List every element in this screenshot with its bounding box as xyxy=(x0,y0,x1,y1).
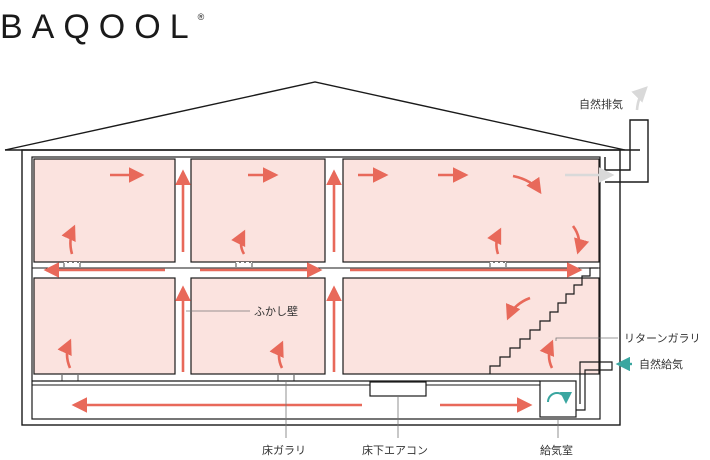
roof-line xyxy=(4,81,626,151)
supply-duct xyxy=(576,361,613,411)
staircase xyxy=(489,267,598,374)
room-lower-middle xyxy=(190,277,326,375)
room-lower-left xyxy=(33,277,176,375)
room-lower-right xyxy=(342,277,600,375)
outer-wall xyxy=(21,149,621,426)
label-furring-wall: ふかし壁 xyxy=(254,304,298,318)
label-natural-exhaust: 自然排気 xyxy=(579,97,623,111)
inner-wall xyxy=(31,156,601,420)
supply-chamber-box xyxy=(539,380,577,418)
supply-swirl xyxy=(547,391,572,404)
airflow-walls xyxy=(175,169,342,372)
gallery-marks xyxy=(62,262,506,378)
airflow-upper xyxy=(61,167,590,255)
label-supply-chamber: 給気室 xyxy=(540,443,573,457)
registered-mark: ® xyxy=(197,12,205,22)
brand-logo: BAQOOL® xyxy=(0,8,204,47)
underfloor-ac-unit xyxy=(369,381,427,397)
exhaust-chimney xyxy=(604,119,649,183)
gallery-ticks xyxy=(61,263,507,381)
airflow-lower xyxy=(57,296,555,369)
label-floor-gallery: 床ガラリ xyxy=(262,443,306,457)
label-underfloor-ac: 床下エアコン xyxy=(362,443,428,457)
leader-lines xyxy=(186,310,618,438)
exhaust-out-arrow xyxy=(631,86,648,111)
room-upper-left xyxy=(33,158,176,263)
label-natural-supply: 自然給気 xyxy=(639,357,683,371)
brand-name: BAQOOL xyxy=(0,8,198,46)
label-return-gallery: リターンガラリ xyxy=(624,332,700,345)
